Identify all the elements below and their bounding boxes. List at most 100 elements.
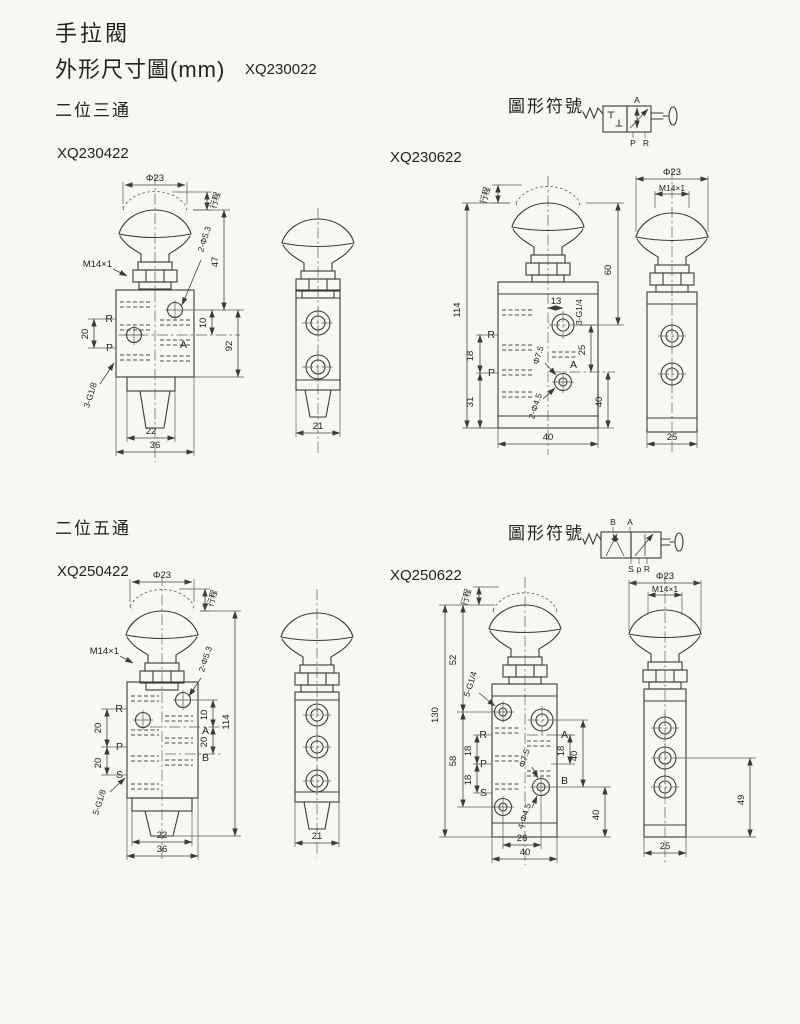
dim-92: 92 (194, 309, 244, 378)
dim-20-ps: 20 (93, 746, 127, 776)
svg-text:Φ7.5: Φ7.5 (531, 344, 546, 365)
callout-pilot-holes: 2-Φ5.3 (188, 645, 214, 697)
svg-text:21: 21 (313, 421, 324, 432)
port-p-face (301, 350, 335, 384)
svg-text:Φ7.5: Φ7.5 (517, 747, 532, 768)
dim-40-low: 40 (557, 786, 611, 838)
knob-raised-outline (515, 186, 581, 209)
dim-49: 49 (678, 757, 756, 838)
dim-thread: M14×1 (647, 584, 683, 615)
dim-stroke: 行程 (459, 586, 499, 607)
svg-text:25: 25 (667, 432, 678, 443)
port-label-a: A (180, 339, 187, 351)
valve-body (491, 683, 558, 838)
bottom-stem (303, 801, 331, 830)
xq230422-side-view: 21 (281, 208, 355, 453)
port-a-face (301, 306, 335, 340)
port-face-1 (650, 713, 680, 743)
valve-body (643, 688, 687, 838)
xq230622-side-view: Φ23 M14×1 25 (635, 167, 709, 452)
symbol-port-r: R (644, 564, 650, 574)
dim-58: 58 (448, 711, 494, 808)
svg-text:40: 40 (520, 847, 531, 858)
xq250422-front-view: R P S A B Φ23 行程 M14×1 2-Φ5.3 10 (90, 570, 241, 860)
symbol-port-a: A (627, 517, 633, 527)
svg-text:10: 10 (199, 710, 210, 721)
svg-text:22: 22 (157, 830, 168, 841)
page-title: 手拉閥 (55, 21, 131, 46)
symbol-cell-left (602, 105, 628, 133)
port-face-3 (650, 772, 680, 802)
knob-raised-outline (492, 592, 558, 616)
svg-text:行程: 行程 (205, 588, 219, 607)
dim-knob-dia: Φ23 (635, 167, 709, 232)
dim-stroke: 行程 (478, 184, 522, 205)
port-face-1 (302, 700, 332, 730)
svg-text:20: 20 (93, 758, 104, 769)
xq230422-front-view: R P A Φ23 行程 M14×1 2-Φ5.3 47 10 (80, 173, 244, 462)
callout-cb-dia: Φ7.5 (517, 747, 539, 779)
callout-port-thread: 5-G1/8 (90, 777, 126, 816)
svg-text:58: 58 (448, 756, 459, 767)
symbol-port-r: R (643, 138, 649, 148)
svg-text:Φ23: Φ23 (146, 173, 164, 184)
dim-47: 47 (184, 209, 244, 311)
callout-port-thread: 3-G1/8 (81, 362, 115, 409)
callout-port-thread: 5-G1/4 (461, 670, 496, 707)
symbol-port-a: A (634, 95, 640, 105)
svg-text:Φ23: Φ23 (656, 571, 674, 582)
svg-text:130: 130 (430, 707, 441, 723)
model-label-xq250422: XQ250422 (57, 563, 129, 580)
blocked-port-glyph (607, 111, 623, 127)
dim-26: 26 (502, 797, 542, 849)
svg-text:114: 114 (221, 714, 232, 729)
dim-40-ab: 40 (552, 719, 611, 788)
svg-text:20: 20 (80, 329, 91, 340)
port-face-1 (657, 321, 687, 351)
dim-21: 21 (294, 802, 340, 847)
svg-text:18: 18 (465, 351, 476, 362)
callout-cb-dia: Φ7.5 (531, 344, 557, 376)
model-label-xq230422: XQ230422 (57, 145, 129, 162)
svg-text:M14×1: M14×1 (659, 183, 685, 193)
svg-text:22: 22 (146, 426, 157, 437)
dim-thread: M14×1 (90, 646, 134, 664)
pilot-port-hole (123, 324, 145, 346)
svg-text:2-Φ5.3: 2-Φ5.3 (195, 225, 213, 253)
symbol-port-s: S (628, 564, 634, 574)
knob-actuator-icon (660, 532, 684, 552)
dim-knob-dia: Φ23 (628, 571, 702, 631)
svg-text:20: 20 (199, 737, 210, 748)
spring-icon (582, 532, 602, 546)
svg-text:行程: 行程 (478, 185, 492, 204)
svg-text:92: 92 (224, 341, 235, 352)
dim-130: 130 (430, 604, 495, 838)
svg-text:M14×1: M14×1 (90, 646, 119, 657)
symbol-port-p: P (630, 138, 636, 148)
flow-path-lines (605, 533, 654, 557)
dim-stroke: 行程 (179, 588, 219, 612)
svg-text:25: 25 (577, 345, 588, 356)
dim-10: 10 (198, 309, 215, 336)
dim-18-rp: 18 (463, 734, 492, 765)
svg-text:40: 40 (591, 810, 602, 821)
dim-18-right: 18 (551, 734, 575, 765)
symbol-port-p: p (637, 564, 642, 574)
dim-thread: M14×1 (83, 259, 128, 277)
dim-22: 22 (126, 391, 176, 442)
dim-knob-dia: Φ23 (122, 173, 188, 204)
dim-20-ab: 20 (199, 726, 216, 755)
svg-text:40: 40 (543, 432, 554, 443)
port-thread-dashes (131, 695, 193, 790)
svg-text:114: 114 (452, 302, 463, 317)
model-label-xq230622: XQ230622 (390, 149, 462, 166)
bottom-stem (304, 389, 332, 418)
svg-text:行程: 行程 (459, 587, 473, 606)
svg-text:5-G1/8: 5-G1/8 (90, 788, 108, 816)
svg-text:行程: 行程 (208, 190, 222, 209)
svg-text:21: 21 (312, 831, 323, 842)
dim-60: 60 (577, 202, 624, 326)
page-subtitle: 外形尺寸圖(mm) (55, 57, 226, 82)
svg-text:M14×1: M14×1 (83, 259, 112, 270)
